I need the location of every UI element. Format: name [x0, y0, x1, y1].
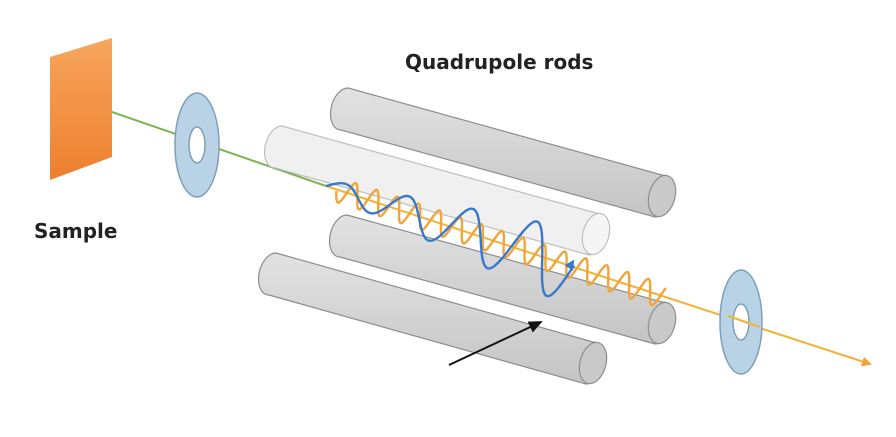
pointer-arrow: [448, 321, 543, 366]
quadrupole-rod-front-bottom: [257, 252, 608, 385]
quadrupole-rod-front-translucent: [263, 125, 611, 256]
ion-lens-ring-right: [719, 269, 763, 375]
sample-plate: [50, 38, 112, 180]
sample-label: Sample: [34, 219, 118, 243]
quadrupole-rod-back-bottom: [328, 214, 677, 345]
ion-lens-ring-left: [174, 92, 220, 198]
exit-beam-segment: [727, 315, 761, 328]
unstable-ion-trajectory: [325, 182, 575, 298]
quadrupole-rod-back-top: [329, 87, 677, 218]
resonant-ion-trajectory: [335, 181, 667, 307]
quadrupole-rods-label: Quadrupole rods: [405, 50, 594, 74]
